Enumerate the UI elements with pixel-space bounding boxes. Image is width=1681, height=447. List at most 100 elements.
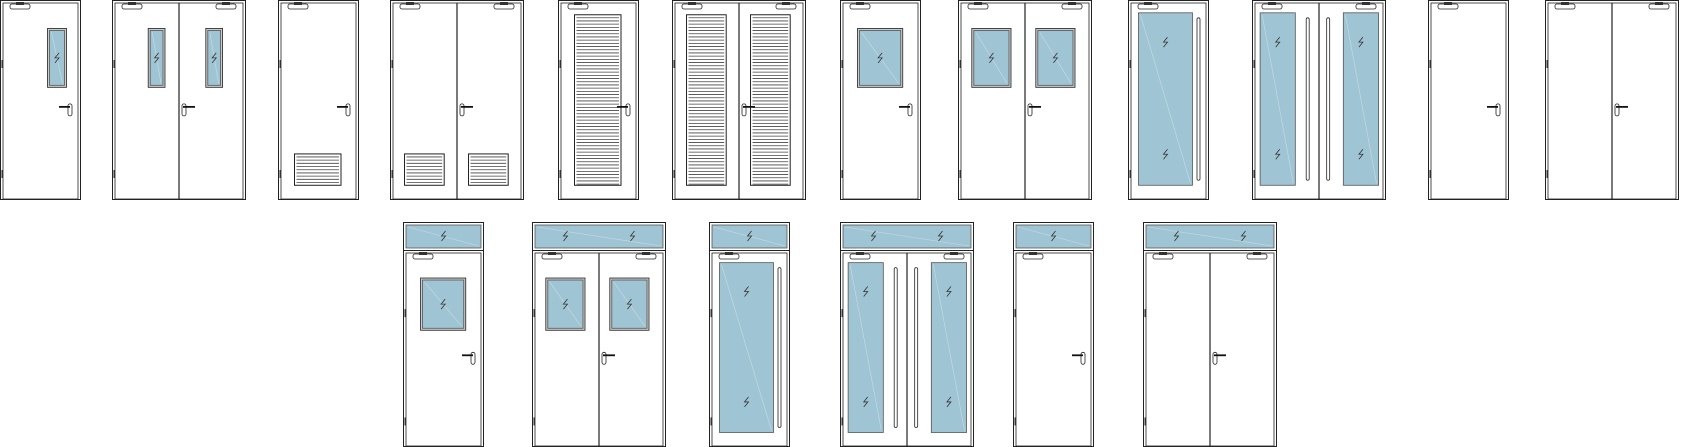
hinge-icon — [673, 170, 675, 178]
glass-mark-icon — [877, 52, 883, 64]
closer-arm — [16, 2, 24, 5]
closer-arm — [1655, 2, 1663, 5]
door-drawing — [403, 222, 484, 447]
door-double-louver-bottom — [390, 0, 524, 200]
glass-reflection — [933, 264, 965, 431]
hinge-icon — [1429, 60, 1431, 68]
door-drawing — [709, 222, 790, 447]
door-drawing — [672, 0, 806, 200]
glass-mark-icon — [1162, 36, 1169, 48]
glass-mark-icon — [211, 52, 218, 64]
hinge-icon — [391, 60, 393, 68]
door-leaf-outline — [1430, 2, 1507, 200]
glass-mark-icon — [626, 298, 633, 310]
door-group — [958, 0, 1092, 200]
glass-mark-icon — [1358, 36, 1364, 48]
closer-arm — [548, 252, 556, 255]
glass-mark-icon — [862, 286, 869, 297]
door-double-plain — [1545, 0, 1679, 200]
glass-reflection — [1017, 226, 1090, 247]
glass-mark-icon — [937, 230, 944, 242]
glass-reflection — [1147, 226, 1273, 247]
hinge-icon — [1144, 309, 1146, 318]
lock-plate — [907, 103, 913, 117]
lock-plate — [741, 103, 747, 117]
hinge-icon — [1144, 417, 1146, 426]
glass-reflection — [849, 264, 882, 431]
closer-arm — [1253, 252, 1261, 255]
door-group — [840, 0, 921, 200]
glass-mark-icon — [743, 286, 750, 297]
glass-mark-icon — [1240, 230, 1247, 242]
closer-arm — [974, 2, 982, 5]
lock-plate — [1027, 103, 1033, 117]
glass-reflection — [407, 226, 480, 247]
door-drawing — [1545, 0, 1679, 200]
glass-reflection — [844, 226, 970, 247]
closer-arm — [950, 252, 958, 255]
hinge-icon — [841, 309, 843, 318]
door-group — [840, 222, 974, 447]
door-drawing — [1128, 0, 1209, 200]
glass-mark-icon — [946, 286, 952, 297]
glass-mark-icon — [562, 298, 569, 310]
door-single-louver-full — [558, 0, 639, 200]
door-drawing — [390, 0, 524, 200]
door-drawing — [840, 0, 921, 200]
hinge-icon — [1014, 417, 1016, 426]
door-group — [1128, 0, 1209, 200]
door-drawing — [1428, 0, 1509, 200]
door-double-glass-window — [958, 0, 1092, 200]
hinge-icon — [959, 170, 961, 178]
closer-arm — [1444, 2, 1452, 5]
door-drawing — [1252, 0, 1386, 200]
door-group — [558, 0, 639, 200]
hinge-icon — [533, 309, 535, 318]
closer-arm — [782, 2, 790, 5]
glass-reflection — [713, 226, 786, 247]
hinge-icon — [113, 60, 115, 68]
glass-mark-icon — [440, 230, 447, 242]
hinge-icon — [1253, 170, 1255, 178]
closer-arm — [1029, 252, 1037, 255]
door-group — [0, 0, 81, 200]
door-group — [112, 0, 246, 200]
door-drawing — [558, 0, 639, 200]
hinge-icon — [710, 417, 712, 426]
door-single-glass-full — [1128, 0, 1209, 200]
lock-plate — [1495, 103, 1501, 117]
glass-mark-icon — [746, 230, 753, 242]
glass-mark-icon — [440, 298, 446, 310]
door-leaf-outline — [1015, 252, 1092, 447]
door-drawing — [1013, 222, 1094, 447]
door-single-glass-narrow — [0, 0, 81, 200]
closer-arm — [294, 2, 302, 5]
door-drawing — [958, 0, 1092, 200]
closer-arm — [1068, 2, 1076, 5]
door-group — [1428, 0, 1509, 200]
glass-reflection — [1261, 14, 1294, 184]
pull-bar-handle — [777, 267, 782, 428]
hinge-icon — [559, 170, 561, 178]
closer-arm — [1561, 2, 1569, 5]
hinge-icon — [841, 417, 843, 426]
glass-mark-icon — [1173, 230, 1180, 242]
glass-mark-icon — [1274, 36, 1281, 48]
hinge-icon — [404, 417, 406, 426]
hinge-icon — [1129, 60, 1131, 68]
lock-plate — [1614, 103, 1620, 117]
hinge-icon — [533, 417, 535, 426]
glass-mark-icon — [946, 396, 952, 408]
hinge-icon — [1429, 170, 1431, 178]
glass-mark-icon — [743, 396, 750, 408]
lock-plate — [1212, 351, 1218, 365]
door-group — [709, 222, 790, 447]
door-group — [1252, 0, 1386, 200]
glass-mark-icon — [988, 52, 995, 64]
door-group — [1143, 222, 1277, 447]
hinge-icon — [1, 170, 3, 178]
glass-mark-icon — [153, 52, 160, 64]
door-group — [532, 222, 666, 447]
door-single-glass-full-transom — [709, 222, 790, 447]
hinge-icon — [404, 309, 406, 318]
